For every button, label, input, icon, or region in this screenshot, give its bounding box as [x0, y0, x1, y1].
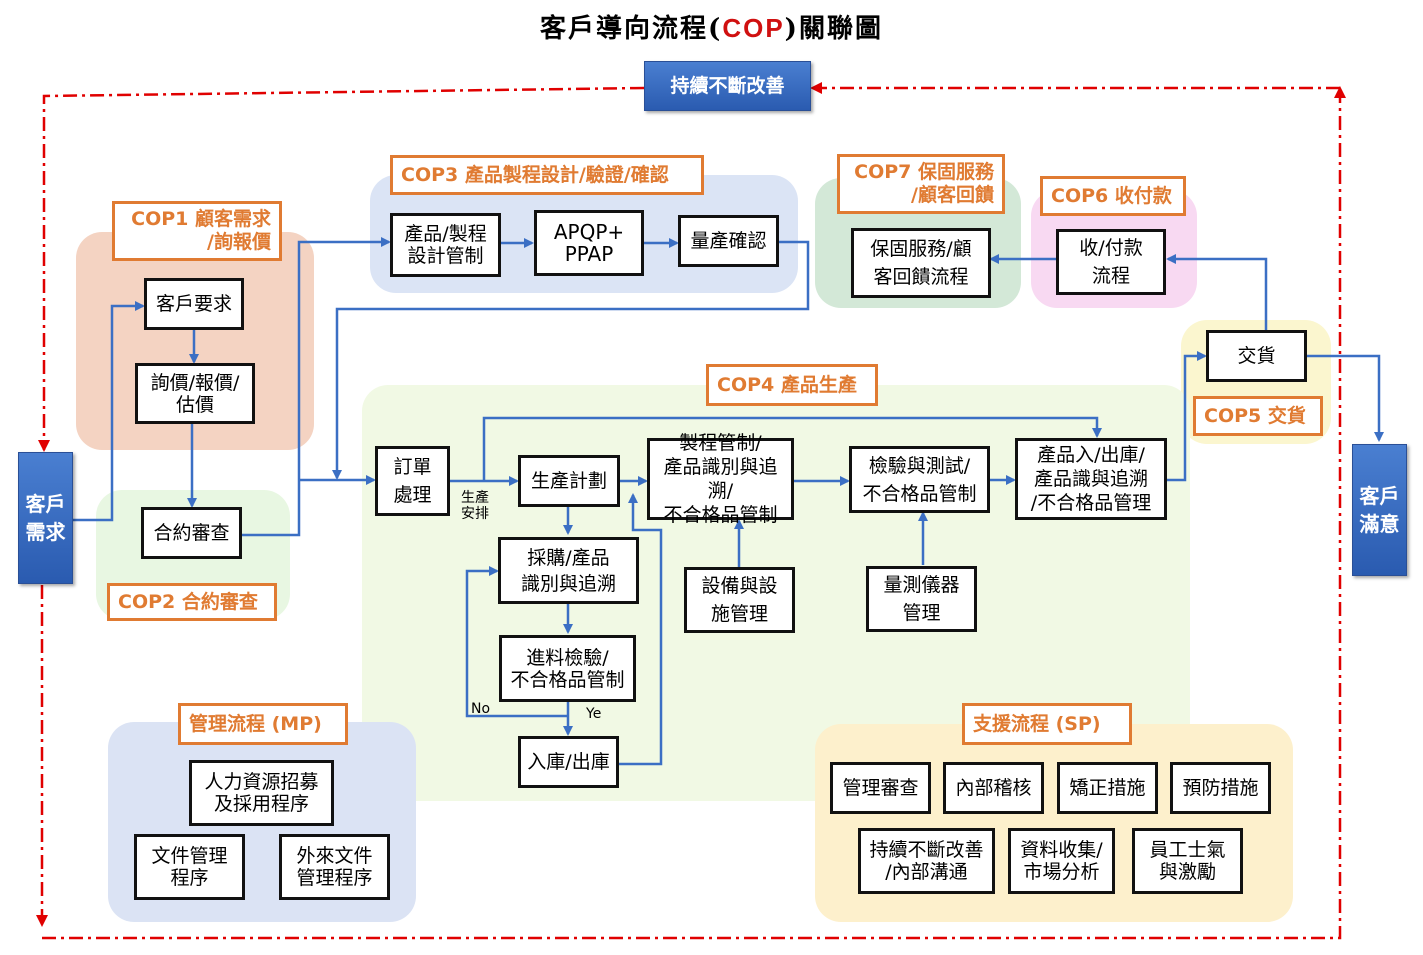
- equipment-management-box: 設備與設 施管理: [684, 567, 795, 633]
- document-management-box: 文件管理 程序: [134, 834, 245, 900]
- schedule-note: 生產 安排: [461, 490, 489, 522]
- flow-arrows: [73, 237, 1384, 766]
- improvement-loop: [36, 82, 1346, 940]
- delivery-box: 交貨: [1206, 330, 1307, 382]
- sp-data-collection-box: 資料收集/ 市場分析: [1008, 828, 1115, 894]
- sp-label: 支援流程 (SP): [962, 703, 1132, 745]
- mp-label: 管理流程 (MP): [178, 703, 348, 745]
- inspection-testing-box: 檢驗與測試/ 不合格品管制: [849, 446, 990, 513]
- contract-review-box: 合約審查: [141, 507, 242, 559]
- customer-need-block: 客戶 需求: [18, 452, 73, 584]
- production-plan-box: 生產計劃: [518, 455, 620, 507]
- cop5-label: COP5 交貨: [1193, 396, 1323, 436]
- warehouse-box: 入庫/出庫: [518, 736, 619, 788]
- diagram-title: 客戶導向流程(COP)關聯圖: [540, 13, 883, 44]
- yes-label: Ye: [586, 706, 602, 722]
- process-control-box: 製程管制/ 產品識別與追溯/ 不合格品管制: [647, 432, 794, 526]
- measuring-instruments-box: 量測儀器 管理: [866, 566, 977, 632]
- warranty-service-box: 保固服務/顧 客回饋流程: [851, 228, 991, 298]
- cop2-label: COP2 合約審查: [107, 583, 277, 621]
- sp-management-review-box: 管理審查: [830, 762, 931, 814]
- customer-request-box: 客戶要求: [144, 278, 244, 330]
- payment-process-box: 收/付款 流程: [1056, 229, 1166, 295]
- sp-employee-morale-box: 員工士氣 與激勵: [1132, 828, 1243, 894]
- cop7-label: COP7 保固服務 /顧客回饋: [837, 154, 1005, 214]
- product-storage-box: 產品入/出庫/ 產品識與追溯 /不合格品管理: [1015, 438, 1167, 520]
- cop1-label: COP1 顧客需求 /詢報價: [112, 201, 282, 261]
- sp-continuous-improvement-box: 持續不斷改善 /內部溝通: [858, 828, 995, 894]
- sp-internal-audit-box: 內部稽核: [943, 762, 1044, 814]
- customer-satisfaction-block: 客戶 滿意: [1352, 444, 1407, 576]
- apqp-ppap-box: APQP+ PPAP: [534, 210, 644, 276]
- improvement-banner: 持續不斷改善: [644, 61, 811, 111]
- cop4-label: COP4 產品生產: [706, 364, 878, 406]
- sp-corrective-action-box: 矯正措施: [1057, 762, 1158, 814]
- hr-recruitment-box: 人力資源招募 及採用程序: [189, 760, 334, 826]
- purchasing-box: 採購/產品 識別與追溯: [498, 537, 639, 604]
- external-document-box: 外來文件 管理程序: [279, 834, 390, 900]
- cop6-label: COP6 收付款: [1040, 176, 1186, 216]
- order-processing-box: 訂單 處理: [375, 446, 450, 516]
- quotation-box: 詢價/報價/ 估價: [135, 363, 255, 424]
- no-label: No: [471, 701, 491, 717]
- cop3-label: COP3 產品製程設計/驗證/確認: [390, 155, 704, 195]
- incoming-inspection-box: 進料檢驗/ 不合格品管制: [499, 635, 636, 702]
- product-process-design-box: 產品/製程 設計管制: [390, 213, 501, 277]
- sp-preventive-action-box: 預防措施: [1170, 762, 1271, 814]
- mass-production-confirm-box: 量產確認: [678, 215, 779, 267]
